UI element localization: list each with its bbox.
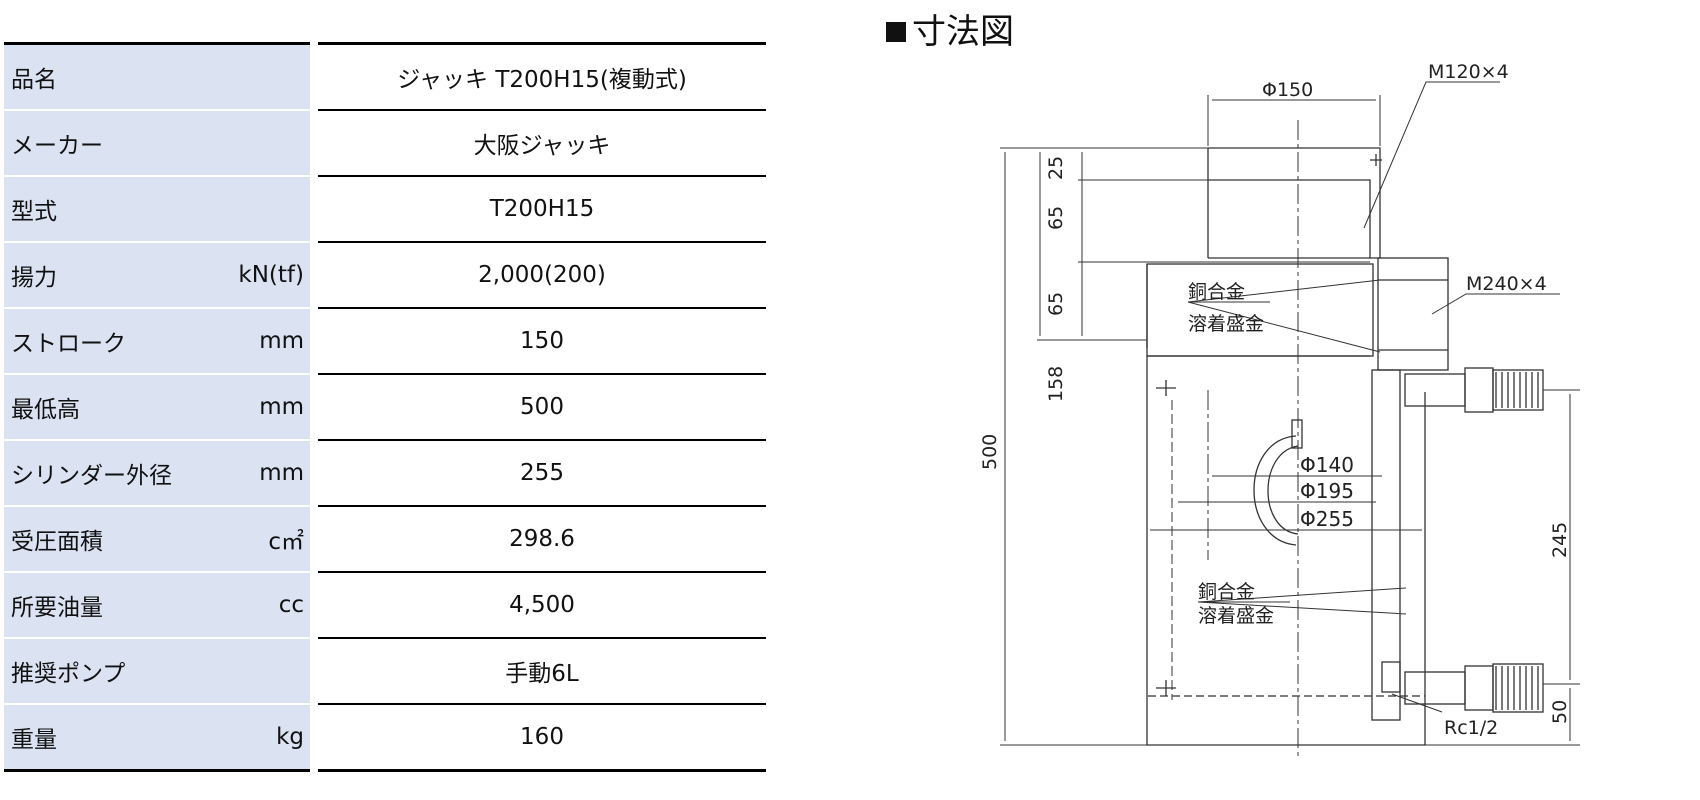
table-row: メーカー 大阪ジャッキ bbox=[4, 110, 766, 177]
dim-phi195: Φ195 bbox=[1300, 479, 1354, 503]
row-gap bbox=[310, 638, 318, 704]
row-unit: mm bbox=[259, 328, 304, 354]
row-label: 型式 bbox=[11, 199, 57, 225]
dim-phi150: Φ150 bbox=[1262, 79, 1313, 101]
row-value: 298.6 bbox=[318, 506, 766, 573]
top-coupler-nut bbox=[1464, 367, 1494, 413]
piston-arc bbox=[1253, 435, 1297, 546]
bottom-coupler-nut bbox=[1464, 665, 1494, 711]
row-gap bbox=[310, 43, 318, 110]
row-unit: mm bbox=[259, 394, 304, 420]
bottom-coupler bbox=[1404, 671, 1466, 705]
table-row: 最低高 mm 500 bbox=[4, 374, 766, 441]
table-row: シリンダー外径 mm 255 bbox=[4, 440, 766, 507]
port-fitting bbox=[1381, 661, 1401, 693]
top-coupler-grip bbox=[1492, 369, 1544, 411]
table-row: 受圧面積 c㎡ 298.6 bbox=[4, 506, 766, 573]
dim-50: 50 bbox=[1549, 700, 1571, 724]
row-gap bbox=[310, 506, 318, 572]
row-gap bbox=[310, 374, 318, 440]
bottom-coupler-grip bbox=[1492, 663, 1544, 713]
row-label-cell: 推奨ポンプ bbox=[4, 638, 310, 705]
table-row: ストローク mm 150 bbox=[4, 308, 766, 375]
row-label-cell: 所要油量 cc bbox=[4, 572, 310, 639]
ram-outline bbox=[1208, 147, 1381, 259]
row-label-cell: 品名 bbox=[4, 42, 310, 111]
row-label-cell: 揚力 kN(tf) bbox=[4, 242, 310, 309]
alloy-label-lower-2: 溶着盛金 bbox=[1198, 605, 1274, 627]
row-value: 160 bbox=[318, 704, 766, 772]
row-unit: mm bbox=[259, 460, 304, 486]
dim-245: 245 bbox=[1549, 522, 1571, 558]
row-label-cell: 受圧面積 c㎡ bbox=[4, 506, 310, 573]
row-unit: kg bbox=[276, 724, 304, 750]
row-value: T200H15 bbox=[318, 176, 766, 243]
dim-158: 158 bbox=[1045, 366, 1067, 402]
dim-65-lower: 65 bbox=[1045, 292, 1067, 316]
row-unit: cc bbox=[278, 592, 304, 618]
row-value: 手動6L bbox=[318, 638, 766, 705]
row-label: 推奨ポンプ bbox=[11, 661, 126, 687]
row-unit: kN(tf) bbox=[238, 262, 304, 288]
top-coupler bbox=[1404, 373, 1466, 407]
cylinder-right-wall bbox=[1371, 369, 1401, 721]
row-label-cell: ストローク mm bbox=[4, 308, 310, 375]
dim-500: 500 bbox=[979, 434, 1001, 470]
upper-collar bbox=[1146, 263, 1374, 357]
table-row: 推奨ポンプ 手動6L bbox=[4, 638, 766, 705]
row-value: 150 bbox=[318, 308, 766, 375]
table-row: 揚力 kN(tf) 2,000(200) bbox=[4, 242, 766, 309]
table-row: 品名 ジャッキ T200H15(複動式) bbox=[4, 42, 766, 111]
row-label: シリンダー外径 bbox=[11, 463, 172, 489]
row-gap bbox=[310, 704, 318, 771]
row-gap bbox=[310, 242, 318, 308]
port-rc12: Rc1/2 bbox=[1444, 717, 1498, 739]
row-label: メーカー bbox=[11, 133, 103, 159]
row-label-cell: 型式 bbox=[4, 176, 310, 243]
row-label-cell: 最低高 mm bbox=[4, 374, 310, 441]
table-row: 型式 T200H15 bbox=[4, 176, 766, 243]
thread-m240: M240×4 bbox=[1466, 273, 1547, 295]
dim-phi255: Φ255 bbox=[1300, 507, 1354, 531]
alloy-label-upper-2: 溶着盛金 bbox=[1188, 313, 1264, 335]
row-value: ジャッキ T200H15(複動式) bbox=[318, 42, 766, 111]
row-label-cell: 重量 kg bbox=[4, 704, 310, 772]
row-value: 2,000(200) bbox=[318, 242, 766, 309]
row-gap bbox=[310, 308, 318, 374]
row-label: 揚力 bbox=[11, 265, 57, 291]
row-gap bbox=[310, 176, 318, 242]
upper-nut bbox=[1377, 257, 1449, 371]
row-gap bbox=[310, 110, 318, 176]
row-label: 品名 bbox=[11, 67, 57, 93]
drawing-title: 寸法図 bbox=[886, 4, 1014, 53]
cylinder-outline bbox=[1146, 356, 1426, 746]
row-value: 4,500 bbox=[318, 572, 766, 639]
square-bullet-icon bbox=[886, 21, 906, 42]
table-row: 所要油量 cc 4,500 bbox=[4, 572, 766, 639]
row-label: 受圧面積 bbox=[11, 529, 103, 555]
alloy-label-lower-1: 銅合金 bbox=[1198, 581, 1255, 603]
row-value: 大阪ジャッキ bbox=[318, 110, 766, 177]
row-label: 重量 bbox=[11, 727, 57, 753]
row-unit: c㎡ bbox=[268, 529, 304, 555]
dim-65-upper: 65 bbox=[1045, 206, 1067, 230]
row-gap bbox=[310, 572, 318, 638]
row-label-cell: メーカー bbox=[4, 110, 310, 177]
row-label-cell: シリンダー外径 mm bbox=[4, 440, 310, 507]
row-label: 最低高 bbox=[11, 397, 80, 423]
row-label: 所要油量 bbox=[11, 595, 103, 621]
dim-phi140: Φ140 bbox=[1300, 453, 1354, 477]
thread-m120: M120×4 bbox=[1428, 61, 1509, 83]
drawing-title-text: 寸法図 bbox=[912, 12, 1014, 52]
row-value: 500 bbox=[318, 374, 766, 441]
table-row: 重量 kg 160 bbox=[4, 704, 766, 772]
row-value: 255 bbox=[318, 440, 766, 507]
row-gap bbox=[310, 440, 318, 506]
alloy-label-upper-1: 銅合金 bbox=[1188, 281, 1245, 303]
row-label: ストローク bbox=[11, 331, 126, 357]
dim-25: 25 bbox=[1045, 156, 1067, 180]
